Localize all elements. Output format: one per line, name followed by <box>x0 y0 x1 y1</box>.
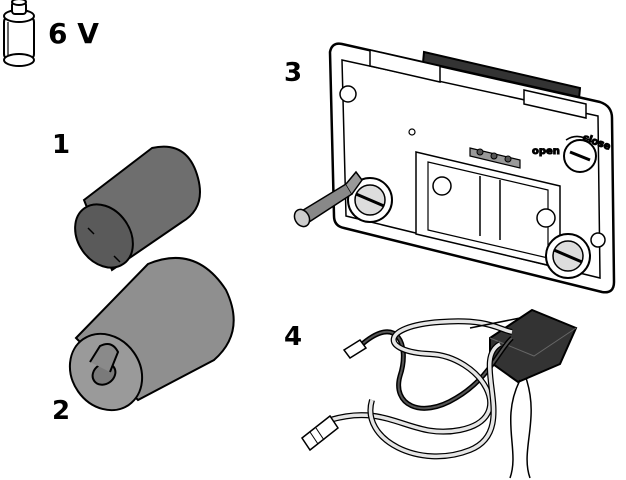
part-4-label: 4 <box>284 322 303 352</box>
cable-harness-4 <box>300 308 578 479</box>
mounting-plate-3: open close <box>293 42 616 294</box>
battery-icon <box>3 0 35 67</box>
knob-open-label: open <box>532 146 560 157</box>
open-close-knob: open close <box>532 132 613 173</box>
lower-left-knob <box>347 177 393 223</box>
part-3-label: 3 <box>284 58 303 88</box>
lower-right-knob <box>545 233 591 279</box>
voltage-label: 6 V <box>48 17 99 50</box>
part-1-label: 1 <box>52 130 71 160</box>
gray-cylinder-2 <box>68 256 235 412</box>
part-2-label: 2 <box>52 396 71 426</box>
dark-cylinder-1 <box>74 145 201 272</box>
